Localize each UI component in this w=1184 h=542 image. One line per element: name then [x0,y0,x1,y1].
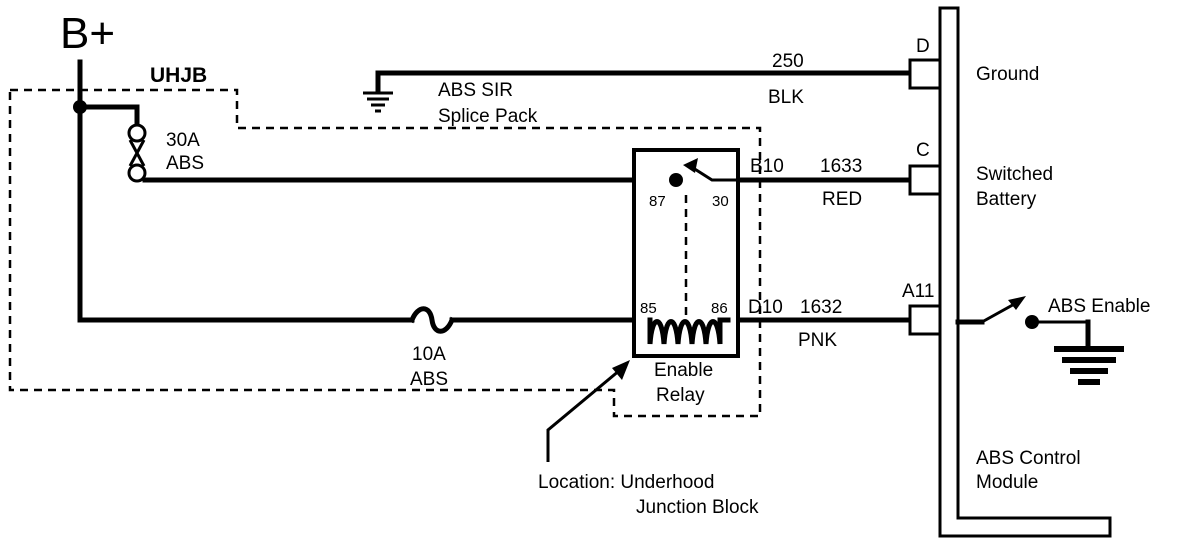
module-pin-d-label: D [916,36,930,57]
wire-circuit-1632: 1632 [800,297,842,318]
relay-pin-87-label: 87 [649,193,666,210]
relay-switch-arrow-icon [683,158,698,173]
module-pin-d [908,58,942,90]
module-pin-c-label: C [916,140,930,161]
switched-battery-line1: Switched [976,164,1053,185]
wire-color-pnk: PNK [798,330,837,351]
abs-enable-switch-arrow-icon [1008,296,1026,310]
relay-contact-87-dot [669,173,683,187]
wire-circuit-1633: 1633 [820,156,862,177]
relay-pin-86-label: 86 [711,300,728,317]
wire-color-red: RED [822,189,862,210]
module-name-line2: Module [976,472,1038,493]
fuse-10a-rating: 10A [412,344,446,365]
b-plus-label: B+ [60,9,115,58]
uhjb-dashed-outline [8,88,762,418]
connector-d10-label: D10 [748,297,783,318]
wire-circuit-250: 250 [772,51,804,72]
module-pin-a11 [908,304,942,336]
fuse-10a-name: ABS [410,369,448,390]
switched-battery-line2: Battery [976,189,1037,210]
location-pointer-line [546,368,621,462]
fuse-30a-icon [127,123,147,183]
abs-enable-switch-blade [981,300,1019,324]
ground-function-label: Ground [976,64,1039,85]
relay-name-line2: Relay [656,385,705,406]
abs-control-module-body [938,6,1112,538]
ground-icon [363,91,393,113]
location-arrow-icon [612,360,630,380]
relay-coil-icon [647,317,731,345]
abs-enable-label: ABS Enable [1048,296,1150,317]
wire-color-blk: BLK [768,87,804,108]
module-name-line1: ABS Control [976,448,1081,469]
relay-name-line1: Enable [654,360,713,381]
fuse-30a-name: ABS [166,153,204,174]
relay-pin-30-label: 30 [712,193,729,210]
module-pin-a11-label: A11 [902,281,934,302]
abs-enable-ground-icon [1054,346,1124,385]
uhjb-label: UHJB [150,64,207,87]
fuse-10a-icon [408,306,456,334]
fuse-30a-rating: 30A [166,130,200,151]
relay-pin-85-label: 85 [640,300,657,317]
module-pin-c [908,164,942,196]
connector-b10-label: B10 [750,156,784,177]
location-label-line2: Junction Block [636,497,759,518]
relay-switch-arm [689,164,738,182]
location-label-line1: Location: Underhood [538,472,714,493]
abs-sir-label-line2: Splice Pack [438,106,538,127]
abs-sir-label-line1: ABS SIR [438,80,513,101]
